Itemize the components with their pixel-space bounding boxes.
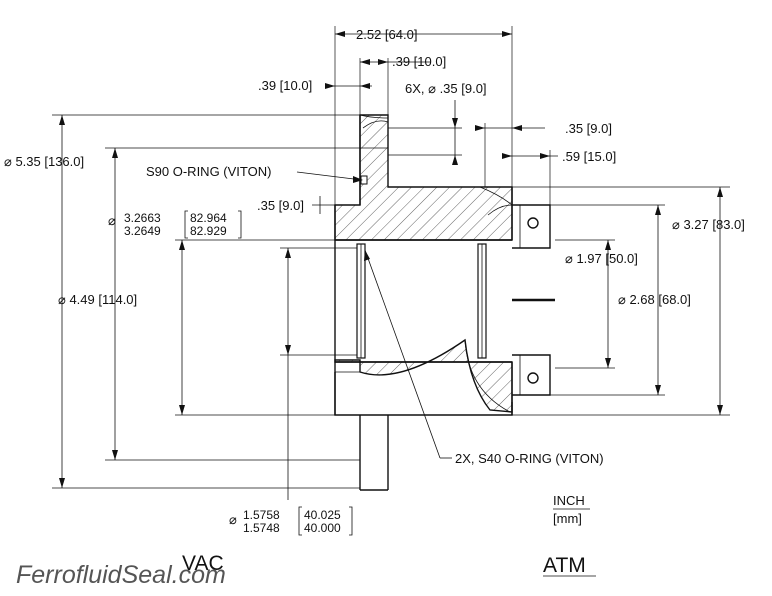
shaft-dia-prefix: ⌀ [229,512,237,527]
step-length-label: .35 [9.0] [565,121,612,136]
dimension-lines [59,31,723,500]
pilot-dia-upper: 3.2663 [124,211,161,225]
flange-od-label: ⌀ 5.35 [136.0] [4,154,84,169]
watermark: FerrofluidSeal.com [16,561,226,589]
atm-label: ATM [543,554,586,577]
oring-groove-label: .35 [9.0] [257,198,304,213]
pilot-dia-prefix: ⌀ [108,213,116,228]
atm-extension [512,204,551,249]
screw-hole-lower [527,372,539,384]
pilot-dia-lower: 3.2649 [124,224,161,238]
screw-hole-upper [527,217,539,229]
shaft-dia-upper-mm: 40.025 [304,508,341,522]
housing-od-label: ⌀ 3.27 [83.0] [672,217,745,232]
extension-lines [52,26,730,489]
units-primary: INCH [553,493,585,508]
shaft-dia-lower-mm: 40.000 [304,521,341,535]
s40-oring-label: 2X, S40 O-RING (VITON) [455,451,604,466]
atm-pilot-length-label: .59 [15.0] [562,149,616,164]
bolt-holes-label: 6X, ⌀ .35 [9.0] [405,81,487,96]
bolt-circle-label: ⌀ 4.49 [114.0] [58,292,137,307]
atm-bore-label: ⌀ 1.97 [50.0] [565,251,638,266]
part-section [334,114,555,491]
units-secondary: [mm] [553,511,582,526]
shaft-dia-lower: 1.5748 [243,521,280,535]
flange-thickness-label: .39 [10.0] [392,54,446,69]
atm-housing-label: ⌀ 2.68 [68.0] [618,292,691,307]
pilot-dia-upper-mm: 82.964 [190,211,227,225]
flange-offset-label: .39 [10.0] [258,78,312,93]
pilot-dia-lower-mm: 82.929 [190,224,227,238]
vac-label: VAC [182,552,224,575]
shaft-dia-upper: 1.5758 [243,508,280,522]
overall-length-label: 2.52 [64.0] [356,27,417,42]
dimension-labels: 2.52 [64.0] .39 [10.0] .39 [10.0] 6X, ⌀ … [4,27,745,589]
s90-oring-label: S90 O-RING (VITON) [146,164,271,179]
